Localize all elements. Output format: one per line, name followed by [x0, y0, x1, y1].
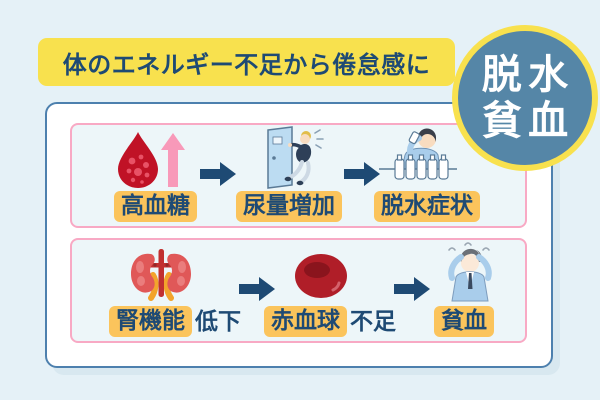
title-text: 体のエネルギー不足から倦怠感に	[62, 50, 431, 79]
label-suffix: 低下	[195, 308, 241, 335]
label-tag: 貧血	[434, 306, 494, 338]
label-tag: 腎機能	[109, 306, 192, 338]
flow-row-dehydration: 高血糖 尿量増加	[70, 123, 527, 228]
title-banner: 体のエネルギー不足から倦怠感に	[38, 38, 455, 86]
step-label-hyperglycemia: 高血糖	[114, 191, 197, 223]
blood-sugar-rise-icon	[118, 132, 185, 188]
toilet-rush-door-icon	[267, 126, 324, 189]
kidneys-icon	[131, 249, 191, 301]
flow-container: 高血糖 尿量増加	[45, 102, 553, 368]
flow-arrow-icon	[239, 277, 275, 301]
label-tag: 尿量増加	[236, 191, 342, 223]
red-blood-cell-icon	[295, 254, 347, 298]
label-suffix: 不足	[350, 308, 396, 335]
flow-row-anemia: 腎機能 低下 赤血球 不足	[70, 238, 527, 343]
label-tag: 脱水症状	[374, 191, 480, 223]
label-tag: 赤血球	[264, 306, 347, 338]
badge-line-dehydration: 脱水	[481, 51, 575, 98]
badge-line-anemia: 貧血	[481, 98, 575, 144]
label-tag: 高血糖	[114, 191, 197, 223]
step-label-dehydration: 脱水症状	[374, 191, 480, 223]
flow-arrow-icon	[394, 277, 430, 301]
flow-arrow-icon	[200, 162, 236, 186]
step-label-kidney-function: 腎機能 低下	[109, 306, 241, 338]
flow-arrow-icon	[344, 162, 380, 186]
dizzy-person-icon	[448, 242, 492, 302]
dehydration-anemia-badge: 脱水 貧血	[452, 25, 598, 171]
step-label-urination: 尿量増加	[236, 191, 342, 223]
step-label-anemia: 貧血	[434, 306, 494, 338]
drinking-water-icon	[379, 128, 457, 180]
step-label-rbc: 赤血球 不足	[264, 306, 396, 338]
